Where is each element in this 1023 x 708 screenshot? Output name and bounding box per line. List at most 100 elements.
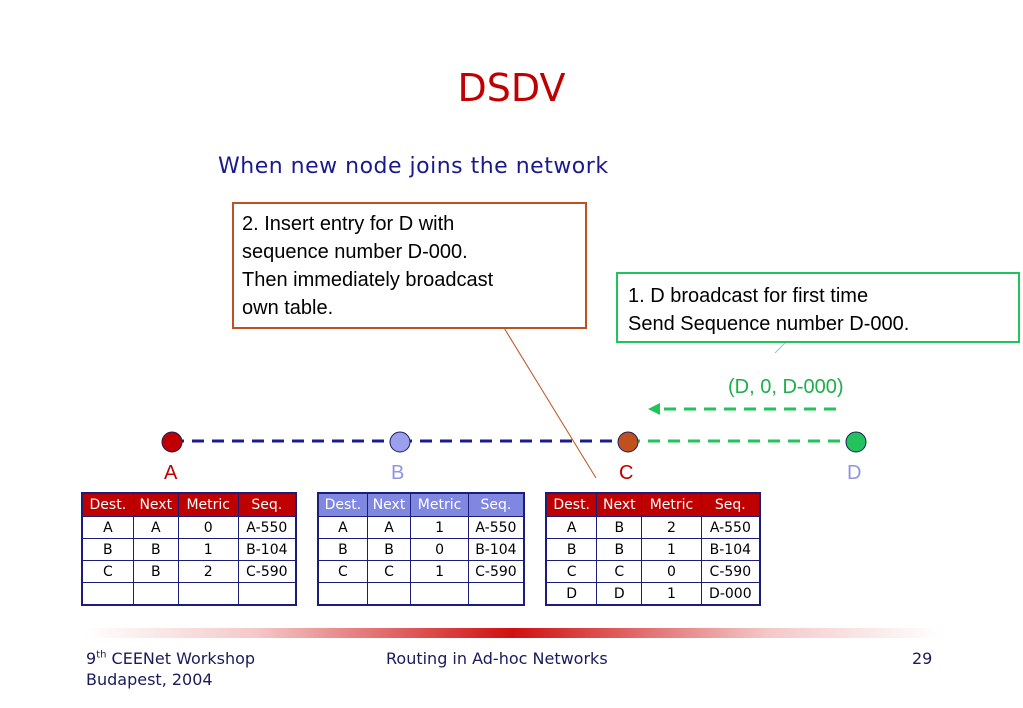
slide-title: DSDV <box>457 66 566 110</box>
cell <box>410 582 469 606</box>
broadcast-arrowhead <box>648 403 660 415</box>
node-c <box>617 431 639 453</box>
col-dest: Dest. <box>81 492 134 517</box>
callout-insert-line-2: sequence number D-000. <box>242 241 468 263</box>
col-metric: Metric <box>177 492 239 517</box>
node-label-c: C <box>619 462 634 484</box>
node-label-d: D <box>847 462 862 484</box>
cell: C-590 <box>700 560 761 583</box>
cell: A-550 <box>700 516 761 539</box>
cell: 0 <box>177 516 239 539</box>
node-d <box>845 431 867 453</box>
cell: A <box>317 516 368 539</box>
cell: A-550 <box>467 516 525 539</box>
cell <box>467 582 525 606</box>
cell: A <box>545 516 598 539</box>
cell <box>177 582 239 606</box>
table-header-row: Dest. Next Metric Seq. <box>317 492 525 517</box>
callout-insert-line-1: 2. Insert entry for D with <box>242 213 455 235</box>
cell: 0 <box>641 560 702 583</box>
table-header-row: Dest. Next Metric Seq. <box>81 492 297 517</box>
cell: A <box>366 516 412 539</box>
cell: B <box>545 538 598 561</box>
cell: B <box>81 538 134 561</box>
cell: C <box>596 560 643 583</box>
callout-broadcast-line-2: Send Sequence number D-000. <box>628 313 910 335</box>
col-next: Next <box>366 492 412 517</box>
col-seq: Seq. <box>237 492 297 517</box>
slide-subtitle: When new node joins the network <box>218 154 609 179</box>
footer-divider <box>85 628 940 638</box>
callout-insert-line-3: Then immediately broadcast <box>242 269 494 291</box>
cell: B <box>366 538 412 561</box>
cell: 1 <box>641 538 702 561</box>
col-next: Next <box>596 492 643 517</box>
cell: B-104 <box>237 538 297 561</box>
col-dest: Dest. <box>545 492 598 517</box>
broadcast-label: (D, 0, D-000) <box>728 376 844 398</box>
cell: A <box>81 516 134 539</box>
footer-workshop-name: CEENet Workshop <box>106 649 256 668</box>
cell: B-104 <box>467 538 525 561</box>
callout-insert-line-4: own table. <box>242 297 334 319</box>
footer-workshop: 9th CEENet Workshop <box>86 649 255 668</box>
node-a <box>161 431 183 453</box>
col-next: Next <box>132 492 179 517</box>
cell: 0 <box>410 538 469 561</box>
col-dest: Dest. <box>317 492 368 517</box>
table-row <box>81 582 297 606</box>
callout-broadcast-line-1: 1. D broadcast for first time <box>628 285 869 307</box>
cell <box>237 582 297 606</box>
footer-workshop-sup: th <box>96 649 107 661</box>
footer-location: Budapest, 2004 <box>86 670 213 689</box>
cell: 1 <box>177 538 239 561</box>
cell: B <box>596 538 643 561</box>
cell: C-590 <box>237 560 297 583</box>
cell: B-104 <box>700 538 761 561</box>
cell: B <box>132 538 179 561</box>
cell: C <box>545 560 598 583</box>
cell: C <box>366 560 412 583</box>
cell: A-550 <box>237 516 297 539</box>
col-metric: Metric <box>641 492 702 517</box>
table-header-row: Dest. Next Metric Seq. <box>545 492 761 517</box>
cell: D-000 <box>700 582 761 606</box>
cell: 1 <box>641 582 702 606</box>
node-label-b: B <box>391 462 405 484</box>
cell: A <box>132 516 179 539</box>
cell <box>317 582 368 606</box>
callout-first-broadcast: 1. D broadcast for first time Send Seque… <box>616 272 1020 343</box>
cell: C <box>317 560 368 583</box>
col-seq: Seq. <box>467 492 525 517</box>
cell: B <box>132 560 179 583</box>
footer-topic: Routing in Ad-hoc Networks <box>386 649 608 668</box>
cell: 2 <box>177 560 239 583</box>
cell <box>81 582 134 606</box>
cell: C <box>81 560 134 583</box>
col-metric: Metric <box>410 492 469 517</box>
table-row <box>317 582 525 606</box>
cell <box>366 582 412 606</box>
cell: 2 <box>641 516 702 539</box>
footer-workshop-num: 9 <box>86 649 97 668</box>
cell: C-590 <box>467 560 525 583</box>
col-seq: Seq. <box>700 492 761 517</box>
cell: D <box>545 582 598 606</box>
cell: 1 <box>410 516 469 539</box>
cell: 1 <box>410 560 469 583</box>
cell: D <box>596 582 643 606</box>
cell: B <box>317 538 368 561</box>
node-b <box>389 431 411 453</box>
